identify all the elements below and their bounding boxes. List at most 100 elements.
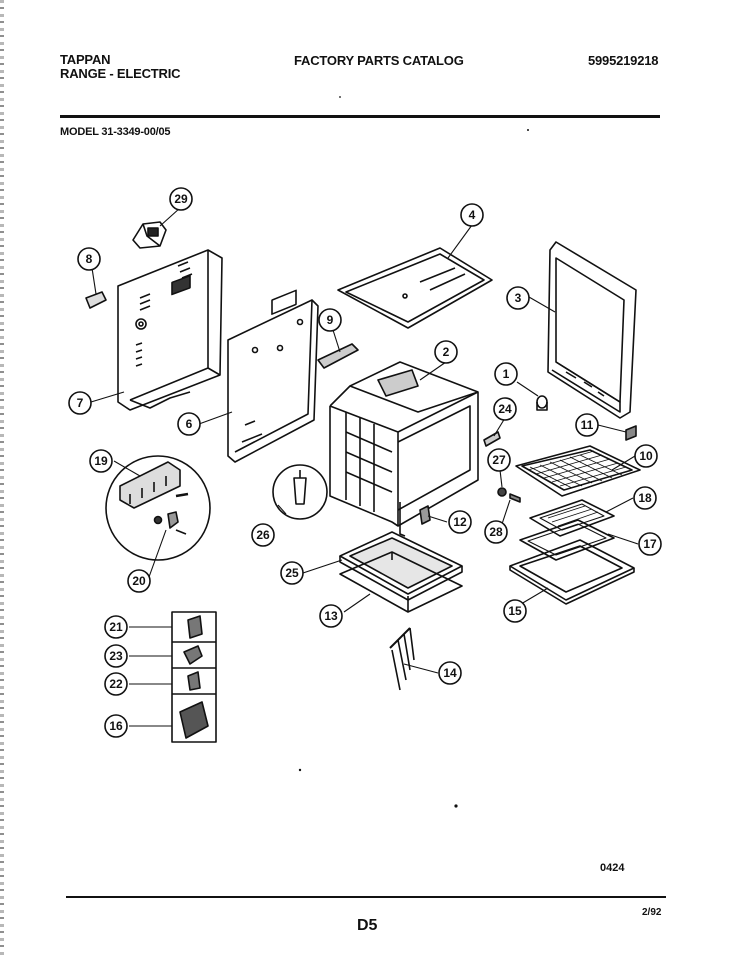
callout-circle	[318, 308, 342, 332]
callout-number: 12	[453, 515, 467, 529]
callout-circle	[104, 672, 128, 696]
part-1-knob	[536, 395, 548, 411]
callout-18: 18	[633, 486, 657, 510]
callout-4: 4	[460, 203, 484, 227]
scan-edge	[0, 0, 4, 955]
callout-number: 22	[109, 677, 123, 691]
callout-17: 17	[638, 532, 662, 556]
part-12-bracket	[419, 505, 431, 525]
callout-circle	[503, 599, 527, 623]
callout-2: 2	[434, 340, 458, 364]
part-24-clip	[483, 431, 501, 447]
callout-number: 26	[256, 528, 270, 542]
part-19-20-detail	[105, 455, 211, 561]
callout-28: 28	[484, 520, 508, 544]
callout-24: 24	[493, 397, 517, 421]
callout-circle	[177, 412, 201, 436]
callout-circle	[487, 448, 511, 472]
model-number: MODEL 31-3349-00/05	[60, 126, 171, 138]
callout-number: 7	[77, 396, 84, 410]
callout-number: 27	[492, 453, 506, 467]
callout-number: 1	[503, 367, 510, 381]
callout-number: 6	[186, 417, 193, 431]
callout-number: 17	[643, 537, 657, 551]
part-27-nut	[497, 487, 507, 497]
callout-number: 28	[489, 525, 503, 539]
part-6-back-panel	[227, 289, 319, 463]
callout-number: 8	[86, 252, 93, 266]
callout-number: 19	[94, 454, 108, 468]
brand-name: TAPPAN	[60, 52, 111, 67]
callout-number: 9	[327, 313, 334, 327]
callout-number: 10	[639, 449, 653, 463]
header-rule	[60, 115, 660, 118]
callout-number: 15	[508, 604, 522, 618]
callout-number: 18	[638, 491, 652, 505]
callout-22: 22	[104, 672, 128, 696]
page-label: D5	[357, 917, 378, 934]
callout-19: 19	[89, 449, 113, 473]
part-26-detail	[272, 464, 328, 520]
callout-23: 23	[104, 644, 128, 668]
callout-29: 29	[169, 187, 193, 211]
callout-3: 3	[506, 286, 530, 310]
callout-circle	[280, 561, 304, 585]
catalog-number: 5995219218	[588, 53, 659, 68]
callout-number: 4	[469, 208, 476, 222]
part-9-bracket	[317, 343, 359, 369]
callout-circle	[493, 397, 517, 421]
callout-circle	[89, 449, 113, 473]
part-11-clip	[625, 425, 637, 441]
callout-11: 11	[575, 413, 599, 437]
catalog-title: FACTORY PARTS CATALOG	[294, 53, 464, 68]
callout-25: 25	[280, 561, 304, 585]
part-4-cooktop	[337, 247, 493, 329]
callout-16: 16	[104, 714, 128, 738]
callout-20: 20	[127, 569, 151, 593]
part-3-door	[547, 241, 637, 419]
revision-date: 2/92	[642, 907, 662, 918]
callout-21: 21	[104, 615, 128, 639]
callout-labels: 1234678910111213141516171819202122232425…	[68, 187, 662, 738]
callout-27: 27	[487, 448, 511, 472]
callout-circle	[506, 286, 530, 310]
callout-circle	[434, 340, 458, 364]
part-13-drawer	[339, 551, 463, 613]
callout-number: 25	[285, 566, 299, 580]
callout-15: 15	[503, 599, 527, 623]
part-7-side-panel	[117, 249, 223, 411]
callout-number: 14	[443, 666, 457, 680]
callout-number: 13	[324, 609, 338, 623]
callout-number: 23	[109, 649, 123, 663]
callout-1: 1	[494, 362, 518, 386]
callout-circle	[633, 486, 657, 510]
part-18-element	[529, 499, 615, 537]
switch-parts-box	[171, 611, 217, 743]
callout-number: 2	[443, 345, 450, 359]
callout-circle	[251, 523, 275, 547]
callout-7: 7	[68, 391, 92, 415]
callout-circle	[575, 413, 599, 437]
callout-circle	[484, 520, 508, 544]
callout-9: 9	[318, 308, 342, 332]
callout-13: 13	[319, 604, 343, 628]
product-type: RANGE - ELECTRIC	[60, 66, 181, 81]
callout-number: 21	[109, 620, 123, 634]
part-28-screw	[509, 493, 521, 503]
callout-circle	[448, 510, 472, 534]
callout-circle	[169, 187, 193, 211]
callout-circle	[127, 569, 151, 593]
callout-circle	[494, 362, 518, 386]
callout-number: 3	[515, 291, 522, 305]
callout-6: 6	[177, 412, 201, 436]
callout-circle	[634, 444, 658, 468]
callout-number: 11	[581, 418, 594, 432]
callout-12: 12	[448, 510, 472, 534]
part-2-oven-body	[329, 361, 479, 537]
callout-circle	[104, 644, 128, 668]
scan-specks	[298, 96, 529, 808]
drawing-code: 0424	[600, 862, 625, 874]
callout-10: 10	[634, 444, 658, 468]
